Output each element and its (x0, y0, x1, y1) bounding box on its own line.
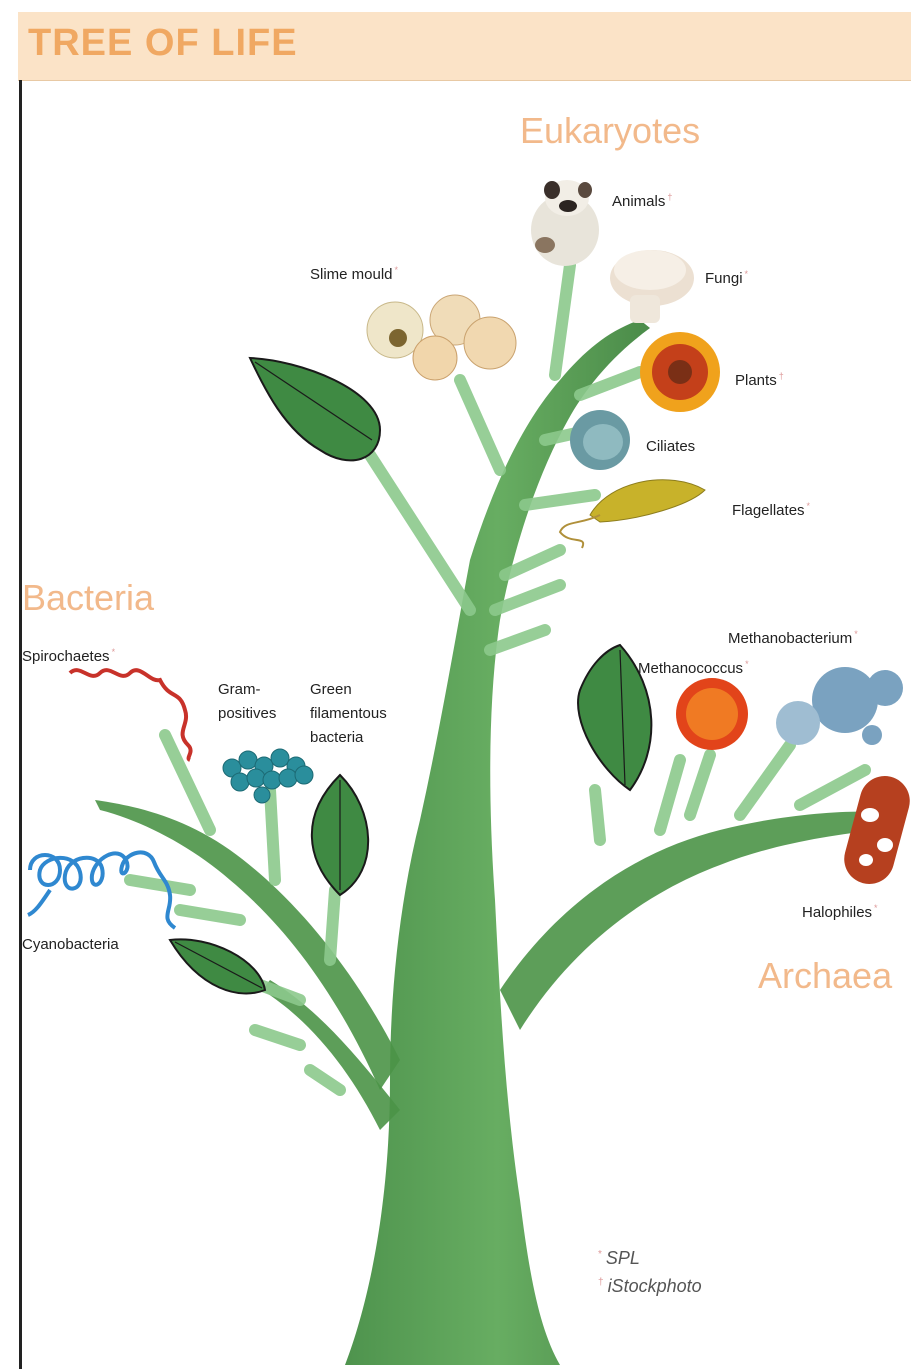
methanobacterium-cluster (776, 667, 903, 745)
label-slime-mould: Slime mould* (310, 258, 398, 287)
credit-mark: * (854, 629, 858, 639)
label-spirochaetes: Spirochaetes* (22, 640, 115, 669)
label-slime-mould-text: Slime mould (310, 266, 393, 283)
credit-spl-mark: * (598, 1249, 602, 1260)
flagellate-cell (560, 480, 705, 548)
credit-mark: * (807, 501, 811, 511)
ciliate-cell (570, 410, 630, 470)
label-methanobacterium: Methanobacterium* (728, 622, 858, 651)
slime-mould-balls (367, 295, 516, 380)
methanococcus-cell (676, 678, 748, 750)
label-plants-text: Plants (735, 372, 777, 389)
credit-mark: * (745, 659, 749, 669)
label-fungi-text: Fungi (705, 270, 743, 287)
label-animals: Animals† (612, 185, 672, 214)
mushroom-fungi (610, 250, 694, 323)
label-fungi: Fungi* (705, 262, 748, 291)
label-methanococcus: Methanococcus* (638, 652, 749, 681)
credit-mark: * (874, 903, 878, 913)
credit-mark: † (779, 371, 784, 381)
label-green-line3: bacteria (310, 726, 387, 750)
label-cyanobacteria: Cyanobacteria (22, 933, 119, 957)
label-plants: Plants† (735, 364, 784, 393)
label-animals-text: Animals (612, 193, 665, 210)
credit-istock: † iStockphoto (598, 1276, 702, 1297)
label-gram-positives: Gram- positives (218, 678, 276, 726)
label-green-line2: filamentous (310, 702, 387, 726)
label-halophiles-text: Halophiles (802, 904, 872, 921)
leaf-upper-left (250, 358, 380, 460)
domain-archaea: Archaea (758, 955, 892, 997)
label-flagellates-text: Flagellates (732, 502, 805, 519)
credit-mark: * (395, 265, 399, 275)
credit-mark: † (667, 192, 672, 202)
credit-mark: * (745, 269, 749, 279)
credit-spl-text: SPL (606, 1248, 640, 1268)
label-gram-line1: Gram- (218, 678, 276, 702)
gram-positive-cluster (223, 749, 313, 803)
credit-istock-mark: † (598, 1277, 604, 1288)
label-methanococcus-text: Methanococcus (638, 660, 743, 677)
label-halophiles: Halophiles* (802, 896, 878, 925)
label-ciliates: Ciliates (646, 435, 695, 459)
flower-plants (640, 332, 720, 412)
label-green-line1: Green (310, 678, 387, 702)
label-spirochaetes-text: Spirochaetes (22, 648, 110, 665)
credit-istock-text: iStockphoto (608, 1276, 702, 1296)
label-cyanobacteria-text: Cyanobacteria (22, 936, 119, 953)
label-ciliates-text: Ciliates (646, 438, 695, 455)
dog-animal (531, 180, 599, 266)
label-methanobacterium-text: Methanobacterium (728, 630, 852, 647)
credit-spl: * SPL (598, 1248, 640, 1269)
label-flagellates: Flagellates* (732, 494, 810, 523)
credit-mark: * (112, 647, 116, 657)
domain-eukaryotes: Eukaryotes (520, 110, 700, 152)
cyanobacteria-coils (28, 852, 175, 928)
label-green-filamentous: Green filamentous bacteria (310, 678, 387, 750)
label-gram-line2: positives (218, 702, 276, 726)
domain-bacteria: Bacteria (22, 577, 154, 619)
